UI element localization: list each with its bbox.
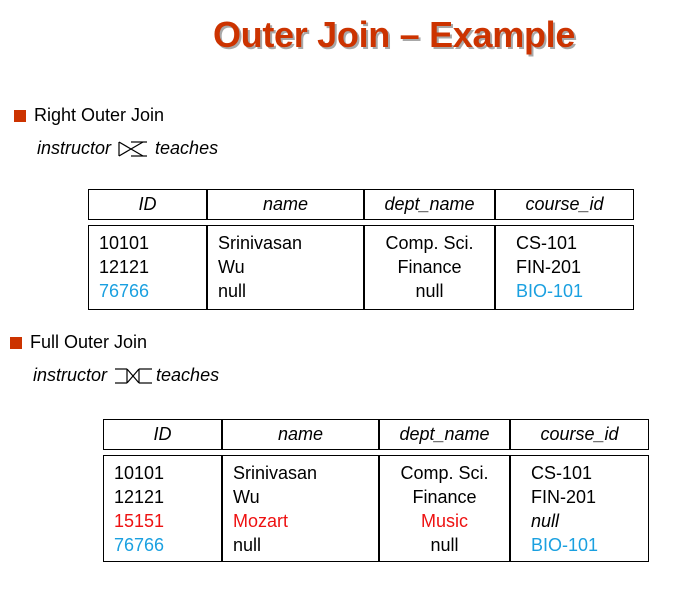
- cell-name: null: [218, 281, 247, 301]
- column-header-id: ID: [88, 189, 207, 220]
- slide-title: Outer Join – Example: [212, 14, 576, 55]
- name-column: Srinivasan Wu Mozart null: [222, 455, 379, 562]
- cell-name: null: [233, 535, 262, 555]
- right-relation: teaches: [156, 365, 220, 385]
- cell-id: 15151: [114, 511, 165, 531]
- cell-id: 12121: [114, 487, 165, 507]
- right-join-expression: instructor teaches: [37, 138, 218, 159]
- cell-name: Mozart: [233, 511, 289, 531]
- full-outer-join-icon: [115, 367, 153, 384]
- left-relation: instructor: [33, 365, 108, 385]
- cell-course-id: CS-101: [531, 463, 593, 483]
- course-id-column: CS-101 FIN-201 null BIO-101: [510, 455, 649, 562]
- column-header-course-id: course_id: [495, 189, 634, 220]
- column-header-name: name: [222, 419, 379, 450]
- cell-name: Srinivasan: [218, 233, 303, 253]
- column-header-id: ID: [103, 419, 222, 450]
- cell-dept-name: Music: [420, 511, 468, 531]
- dept-name-column: Comp. Sci. Finance Music null: [379, 455, 510, 562]
- right-outer-join-icon: [118, 140, 148, 157]
- square-bullet-icon: [10, 336, 22, 349]
- cell-name: Wu: [233, 487, 260, 507]
- column-header-name: name: [207, 189, 364, 220]
- cell-id: 12121: [99, 257, 150, 277]
- id-column: 10101 12121 76766: [88, 225, 207, 310]
- cell-id: 76766: [114, 535, 165, 555]
- cell-course-id: FIN-201: [531, 487, 597, 507]
- cell-dept-name: null: [415, 281, 444, 301]
- name-column: Srinivasan Wu null: [207, 225, 364, 310]
- cell-name: Wu: [218, 257, 245, 277]
- cell-course-id: FIN-201: [516, 257, 582, 277]
- column-header-dept-name: dept_name: [364, 189, 495, 220]
- cell-dept-name: null: [430, 535, 459, 555]
- full-outer-join-heading: Full Outer Join: [10, 332, 147, 353]
- column-header-dept-name: dept_name: [379, 419, 510, 450]
- cell-course-id: CS-101: [516, 233, 578, 253]
- course-id-column: CS-101 FIN-201 BIO-101: [495, 225, 634, 310]
- square-bullet-icon: [14, 109, 26, 122]
- full-join-expression: instructor teaches: [33, 365, 219, 386]
- cell-course-id: BIO-101: [516, 281, 584, 301]
- left-relation: instructor: [37, 138, 112, 158]
- full-outer-join-heading-label: Full Outer Join: [30, 332, 148, 352]
- cell-id: 10101: [114, 463, 165, 483]
- cell-dept-name: Comp. Sci.: [400, 463, 489, 483]
- column-header-course-id: course_id: [510, 419, 649, 450]
- cell-dept-name: Finance: [412, 487, 477, 507]
- right-outer-join-heading: Right Outer Join: [14, 105, 164, 126]
- cell-id: 10101: [99, 233, 150, 253]
- right-relation: teaches: [155, 138, 219, 158]
- cell-dept-name: Finance: [397, 257, 462, 277]
- cell-dept-name: Comp. Sci.: [385, 233, 474, 253]
- id-column: 10101 12121 15151 76766: [103, 455, 222, 562]
- cell-id: 76766: [99, 281, 150, 301]
- cell-name: Srinivasan: [233, 463, 318, 483]
- dept-name-column: Comp. Sci. Finance null: [364, 225, 495, 310]
- right-outer-join-heading-label: Right Outer Join: [34, 105, 165, 125]
- cell-course-id: null: [531, 511, 560, 531]
- cell-course-id: BIO-101: [531, 535, 599, 555]
